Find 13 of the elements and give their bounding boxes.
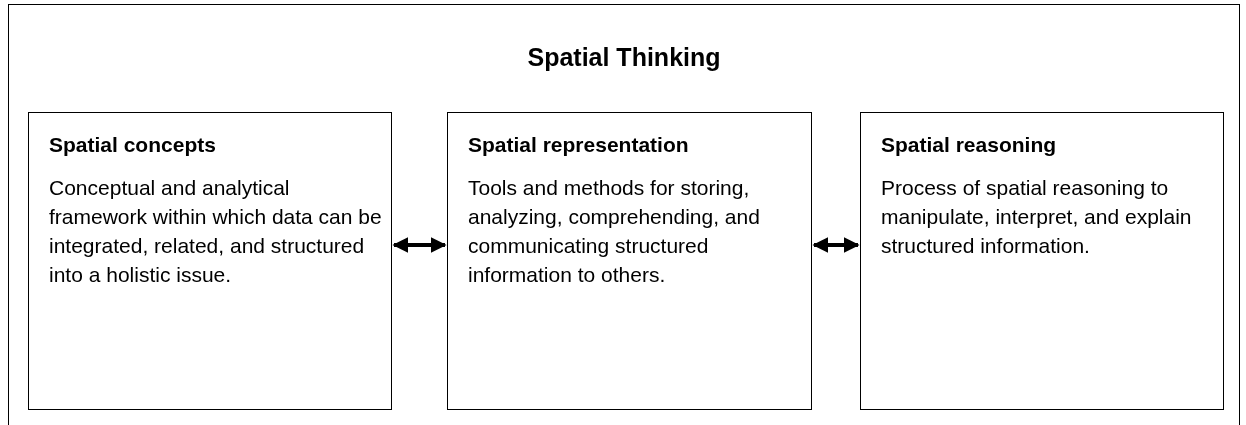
outer-frame <box>8 4 1240 425</box>
box-heading: Spatial reasoning <box>881 132 1057 158</box>
concept-box <box>860 112 1224 410</box>
double-arrow <box>812 237 860 253</box>
box-heading: Spatial representation <box>468 132 689 158</box>
box-heading: Spatial concepts <box>49 132 216 158</box>
concept-box <box>447 112 812 410</box>
concept-box <box>28 112 392 410</box>
box-description: Tools and methods for storing, analyzing, comprehending, and communicating structured information to others. <box>468 175 761 288</box>
double-arrow <box>392 237 447 253</box>
box-description: Conceptual and analytical framework within which data can be integrated, related, and structured into a holistic issue. <box>49 175 383 288</box>
box-description: Process of spatial reasoning to manipulate, interpret, and explain structured information. <box>881 175 1193 259</box>
box-heading: Spatial Thinking <box>526 42 722 73</box>
